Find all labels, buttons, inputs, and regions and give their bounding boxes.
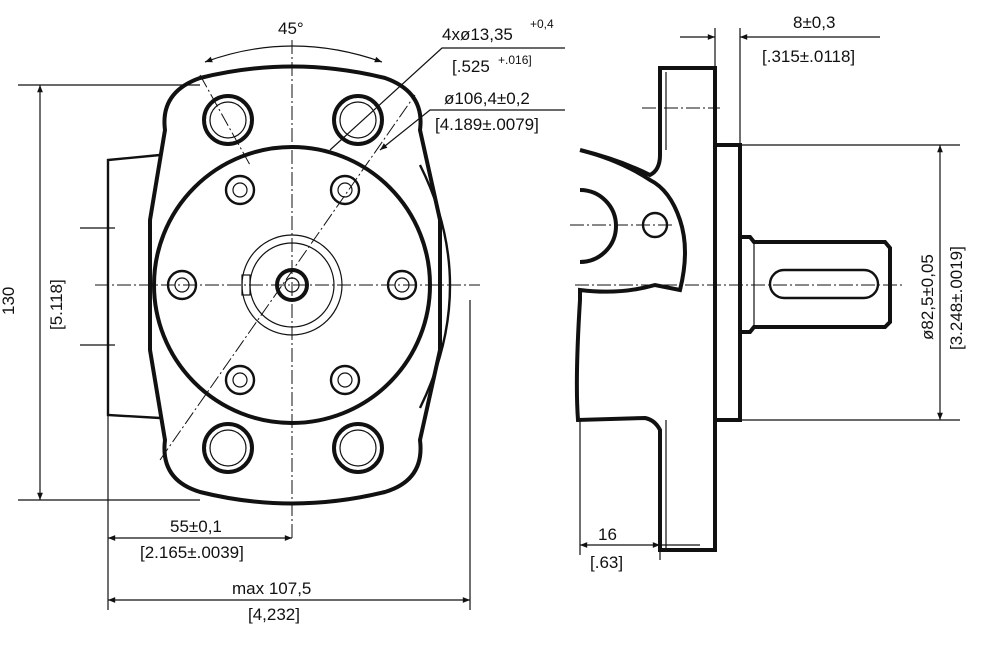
angle-label: 45° — [278, 19, 304, 38]
depth-mm-label: 16 — [598, 525, 617, 544]
port-arc — [579, 188, 618, 264]
key-slot — [768, 268, 880, 300]
height-mm-label: 130 — [0, 287, 18, 315]
holes-mm-label: 4xø13,35 — [442, 25, 513, 44]
side-view: 8±0,3 [.315±.0118] ø82,5±0,05 [3.248±.00… — [570, 13, 966, 572]
depth-in-label: [.63] — [590, 553, 623, 572]
holes-tol-in-label: +.016] — [498, 53, 532, 67]
height-in-label: [5.118] — [47, 279, 66, 330]
rear-body — [106, 153, 161, 420]
bolt-circle-mm-label: ø106,4±0,2 — [444, 89, 530, 108]
flange-profile — [574, 66, 717, 552]
flange-thk-in-label: [.315±.0118] — [762, 47, 855, 66]
offset-mm-label: 55±0,1 — [170, 517, 222, 536]
width-mm-label: max 107,5 — [232, 579, 311, 598]
holes-in-label: [.525 — [452, 57, 490, 76]
front-view: 45° 130 [5.118] 55±0,1 [2.165±.0039] max… — [0, 17, 565, 624]
offset-in-label: [2.165±.0039] — [140, 543, 244, 562]
holes-tol-mm-label: +0,4 — [530, 17, 554, 31]
flange-thk-mm-label: 8±0,3 — [793, 13, 835, 32]
pilot — [713, 143, 742, 422]
pilot-dia-in-label: [3.248±.0019] — [947, 246, 966, 350]
width-in-label: [4,232] — [248, 605, 300, 624]
mounting-holes — [202, 94, 384, 474]
flange-plate — [148, 64, 442, 506]
pilot-dia-mm-label: ø82,5±0,05 — [918, 254, 937, 340]
bolt-circle-in-label: [4.189±.0079] — [435, 115, 539, 134]
